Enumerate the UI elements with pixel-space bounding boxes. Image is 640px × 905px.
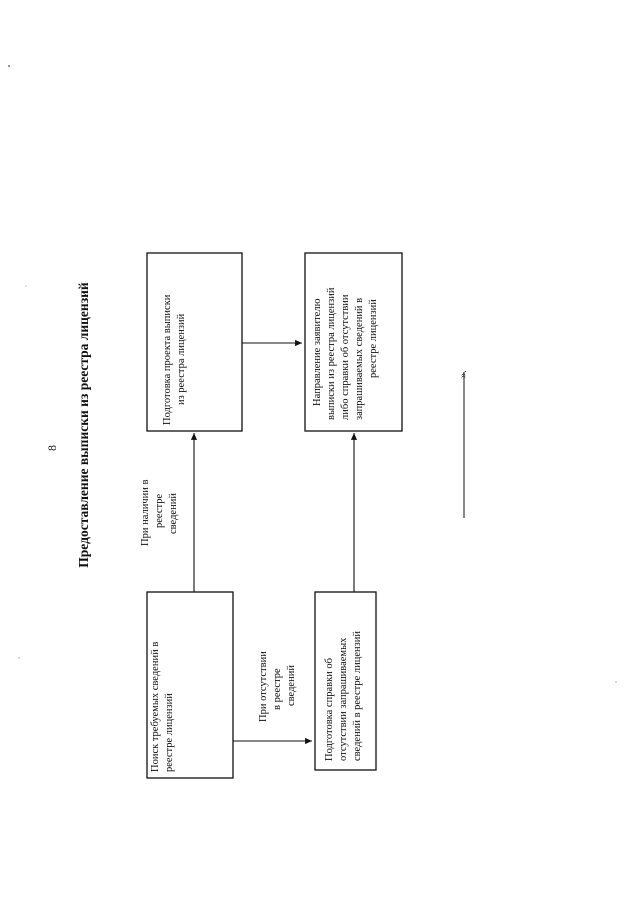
edge-label-line: При отсутствии <box>258 651 269 722</box>
edge-label-line: При наличии в <box>140 480 151 546</box>
page-title: Предоставление выписки из реестра лиценз… <box>76 282 91 568</box>
flow-box-line: Подготовка справки об <box>324 658 335 761</box>
flow-box-line: из реестра лицензий <box>176 313 187 405</box>
flow-box-text: Поиск требуемых сведений в реестре лицен… <box>150 639 175 772</box>
flow-box <box>304 252 403 432</box>
scan-speck <box>615 681 617 683</box>
flow-box-line: реестре лицензий <box>164 693 175 772</box>
flow-box <box>314 591 377 771</box>
edge-label-line: реестре <box>154 494 165 528</box>
flow-box-line: выписки из реестра лицензий <box>326 287 337 420</box>
flow-box-line: либо справки об отсутствии <box>340 294 351 420</box>
flow-box-line: Направление заявителю <box>312 298 323 406</box>
flow-box-text: Подготовка справки об отсутствии запраши… <box>324 631 363 761</box>
flow-node-absence-cert: Подготовка справки об отсутствии запраши… <box>314 591 377 771</box>
flow-node-draft: Подготовка проекта выписки из реестра ли… <box>146 252 243 432</box>
flow-box-line: Подготовка проекта выписки <box>162 294 173 425</box>
edge-label-presence: При наличии в реестре сведений <box>140 477 179 546</box>
edge-label-line: сведений <box>168 493 179 534</box>
scan-speck <box>25 285 27 287</box>
flow-box <box>146 591 234 779</box>
scan-speck <box>18 657 20 659</box>
edge-label-absence: При отсутствии в реестре сведений <box>258 649 297 722</box>
flow-node-search: Поиск требуемых сведений в реестре лицен… <box>146 591 234 779</box>
flow-box-line: Поиск требуемых сведений в <box>150 642 161 772</box>
flow-box-text: Направление заявителю выписки из реестра… <box>312 285 379 420</box>
flow-box-line: отсутствии запрашиваемых <box>338 637 349 761</box>
page-number: 8 <box>45 445 59 451</box>
flow-box-line: запрашиваемых сведений в <box>354 298 365 420</box>
flow-box <box>146 252 243 432</box>
scan-speck <box>8 65 10 67</box>
edge-label-line: сведений <box>286 665 297 706</box>
flow-box-line: сведений в реестре лицензий <box>352 631 363 761</box>
edge-label-line: в реестре <box>272 668 283 710</box>
flow-box-line: реестре лицензий <box>368 299 379 378</box>
flow-node-send: Направление заявителю выписки из реестра… <box>304 252 403 432</box>
flow-box-text: Подготовка проекта выписки из реестра ли… <box>162 292 187 425</box>
